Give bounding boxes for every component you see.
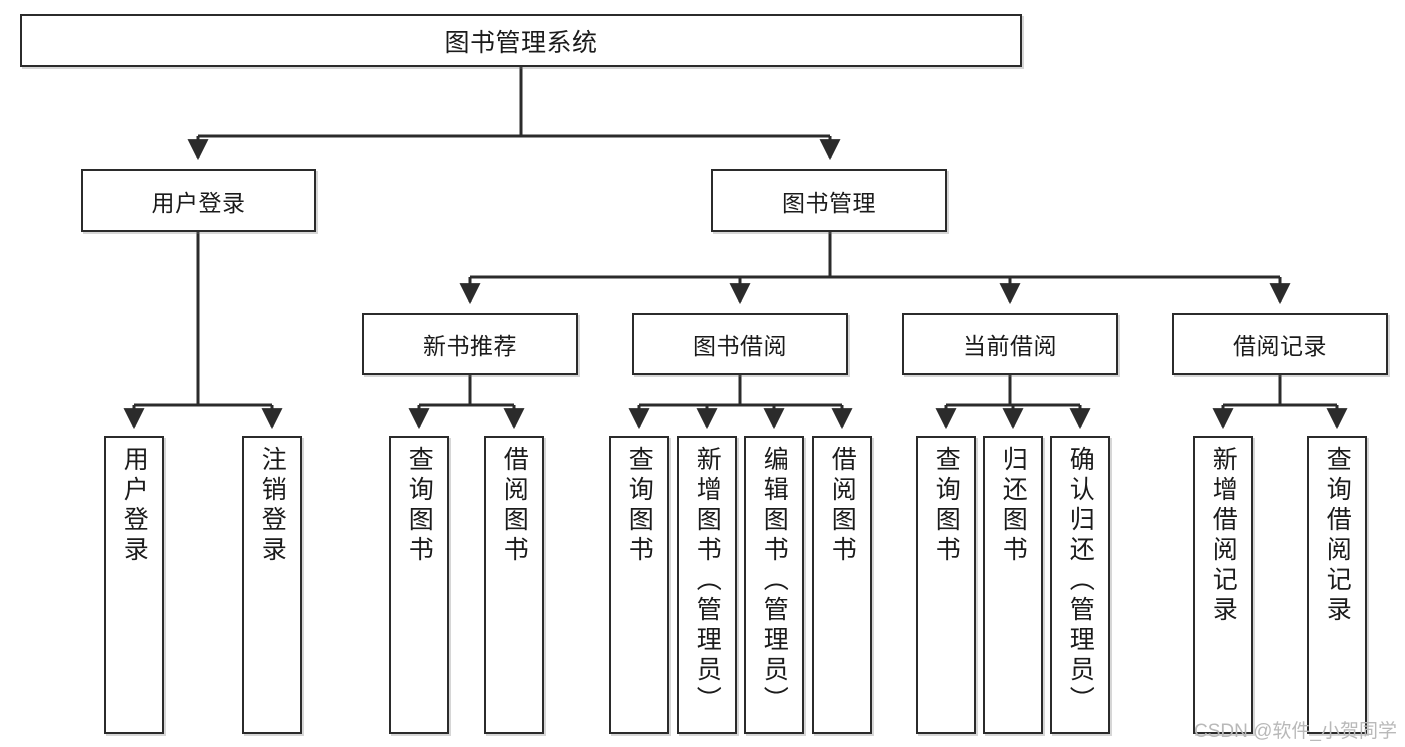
- node-label: 查询借阅记录: [1323, 446, 1352, 626]
- leaf-query-book-recommend[interactable]: 查询图书: [389, 436, 449, 734]
- node-label: 注销登录: [258, 446, 287, 566]
- node-label: 借阅记录: [1233, 333, 1327, 359]
- node-label: 图书管理系统: [444, 28, 598, 57]
- node-label: 查询图书: [625, 446, 654, 566]
- node-label: 当前借阅: [963, 333, 1057, 359]
- node-borrow-record[interactable]: 借阅记录: [1172, 313, 1388, 375]
- node-label: 新增借阅记录: [1209, 446, 1238, 626]
- node-new-book-recommend[interactable]: 新书推荐: [362, 313, 578, 375]
- node-label: 查询图书: [932, 446, 961, 566]
- leaf-confirm-return-admin[interactable]: 确认归还（管理员）: [1050, 436, 1110, 734]
- node-root-book-management-system[interactable]: 图书管理系统: [20, 14, 1022, 67]
- leaf-query-book-current[interactable]: 查询图书: [916, 436, 976, 734]
- leaf-add-book-admin[interactable]: 新增图书（管理员）: [677, 436, 737, 734]
- leaf-query-borrow-record[interactable]: 查询借阅记录: [1307, 436, 1367, 734]
- node-label: 确认归还（管理员）: [1066, 446, 1095, 716]
- csdn-watermark: CSDN @软件_小贺同学: [1194, 721, 1397, 742]
- leaf-user-login[interactable]: 用户登录: [104, 436, 164, 734]
- node-label: 图书借阅: [693, 333, 787, 359]
- node-label: 查询图书: [405, 446, 434, 566]
- leaf-edit-book-admin[interactable]: 编辑图书（管理员）: [744, 436, 804, 734]
- leaf-query-book-borrow[interactable]: 查询图书: [609, 436, 669, 734]
- leaf-add-borrow-record[interactable]: 新增借阅记录: [1193, 436, 1253, 734]
- node-label: 借阅图书: [500, 446, 529, 566]
- node-user-login[interactable]: 用户登录: [81, 169, 316, 232]
- node-label: 图书管理: [782, 189, 876, 216]
- node-label: 新书推荐: [423, 333, 517, 359]
- node-book-management[interactable]: 图书管理: [711, 169, 947, 232]
- node-label: 用户登录: [151, 189, 246, 216]
- node-label: 归还图书: [999, 446, 1028, 566]
- leaf-borrow-book[interactable]: 借阅图书: [812, 436, 872, 734]
- node-label: 用户登录: [120, 446, 149, 566]
- leaf-logout[interactable]: 注销登录: [242, 436, 302, 734]
- node-label: 新增图书（管理员）: [693, 446, 722, 716]
- leaf-borrow-book-recommend[interactable]: 借阅图书: [484, 436, 544, 734]
- node-label: 借阅图书: [828, 446, 857, 566]
- node-label: 编辑图书（管理员）: [760, 446, 789, 716]
- leaf-return-book[interactable]: 归还图书: [983, 436, 1043, 734]
- node-current-borrow[interactable]: 当前借阅: [902, 313, 1118, 375]
- node-book-borrow[interactable]: 图书借阅: [632, 313, 848, 375]
